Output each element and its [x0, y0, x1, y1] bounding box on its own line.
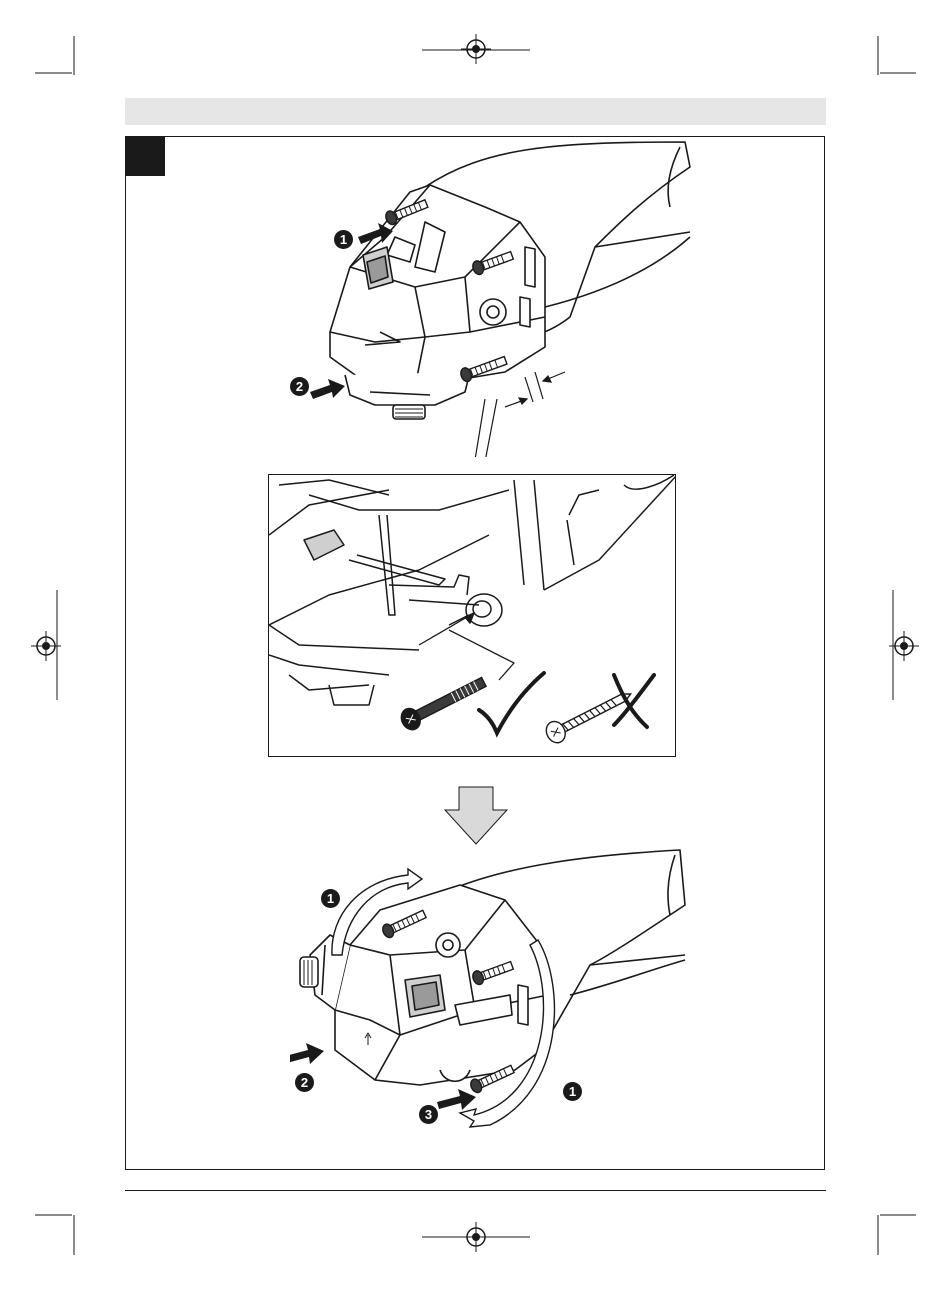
- gap-dimension: [473, 372, 565, 457]
- step-number: 2: [301, 1075, 308, 1090]
- step-badge-1-top: 1: [334, 230, 353, 249]
- correct-screw: [398, 672, 489, 733]
- step-badge-2-top: 2: [290, 377, 309, 396]
- footer-rule: [125, 1190, 826, 1191]
- grinder-body-top: [330, 142, 690, 419]
- crosshair-icon: [461, 34, 491, 64]
- step-badge-2-bottom: 2: [295, 1073, 314, 1092]
- bottom-illustration: [290, 845, 710, 1135]
- push-arrow-step-3-icon: [437, 1089, 476, 1110]
- inset-drawing: [269, 475, 676, 757]
- down-arrow-icon: [443, 786, 509, 846]
- check-mark-icon: [479, 673, 544, 733]
- header-bar: [125, 98, 826, 125]
- push-arrow-step-2-icon: [290, 1043, 324, 1064]
- detail-inset: [268, 474, 676, 757]
- step-number: 1: [569, 1084, 576, 1099]
- step-badge-3-bottom: 3: [419, 1105, 438, 1124]
- crosshair-icon: [889, 631, 919, 661]
- top-illustration: [125, 137, 825, 457]
- crosshair-icon: [31, 631, 61, 661]
- step-number: 2: [296, 379, 303, 394]
- arrow-step-2-top: [310, 379, 345, 399]
- step-number: 3: [425, 1107, 432, 1122]
- step-badge-1-bottom-top: 1: [321, 889, 340, 908]
- step-number: 1: [340, 232, 347, 247]
- step-number: 1: [327, 891, 334, 906]
- crosshair-icon: [461, 1222, 491, 1252]
- step-badge-1-bottom-right: 1: [563, 1082, 582, 1101]
